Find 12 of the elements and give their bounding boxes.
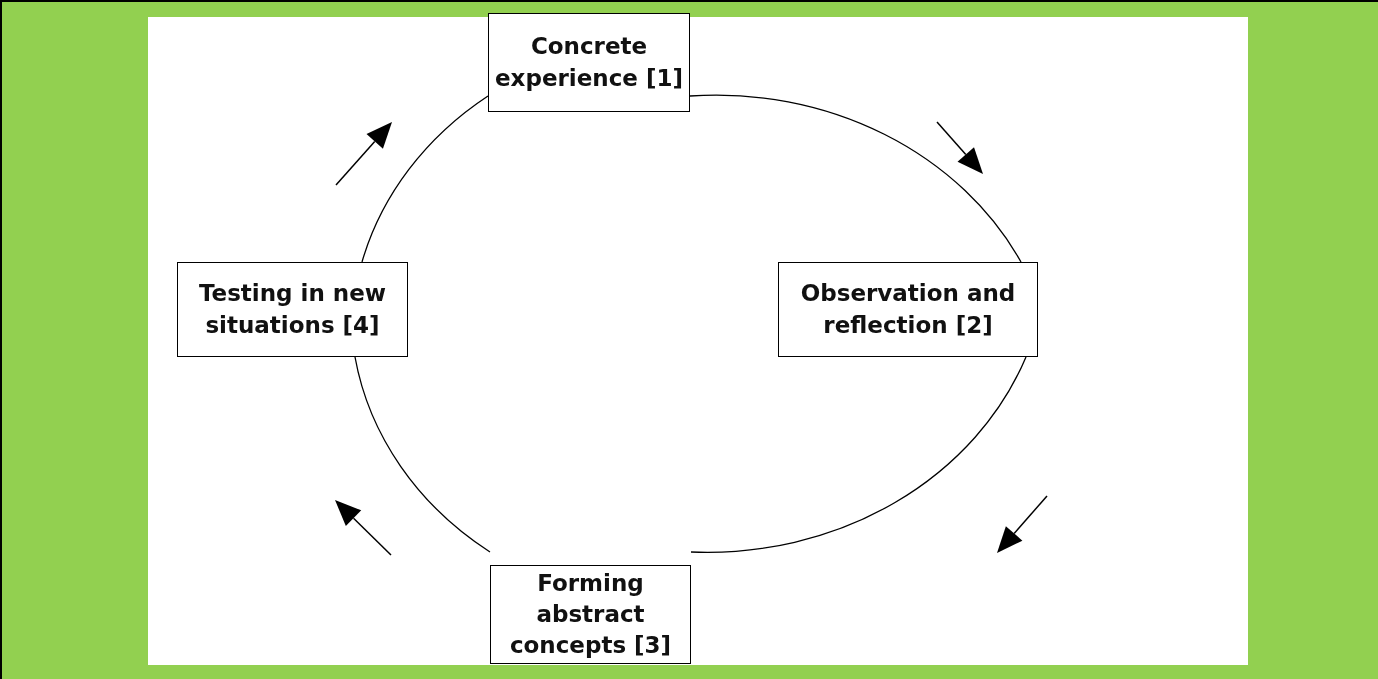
stage-box bbox=[490, 565, 691, 664]
connector-arc bbox=[690, 356, 1027, 553]
stage-label: Forming abstract concepts [3] bbox=[508, 568, 673, 661]
stage-box bbox=[778, 262, 1038, 357]
stage-label: Concrete experience [1] bbox=[495, 32, 683, 93]
stage-box bbox=[177, 262, 408, 357]
stage-label: Observation and reflection [2] bbox=[799, 279, 1017, 340]
connector-arc bbox=[361, 95, 489, 263]
connector-arc bbox=[689, 94, 1022, 263]
connector-arc bbox=[354, 356, 491, 553]
stage-box bbox=[488, 13, 690, 112]
stage-label: Testing in new situations [4] bbox=[197, 279, 388, 340]
